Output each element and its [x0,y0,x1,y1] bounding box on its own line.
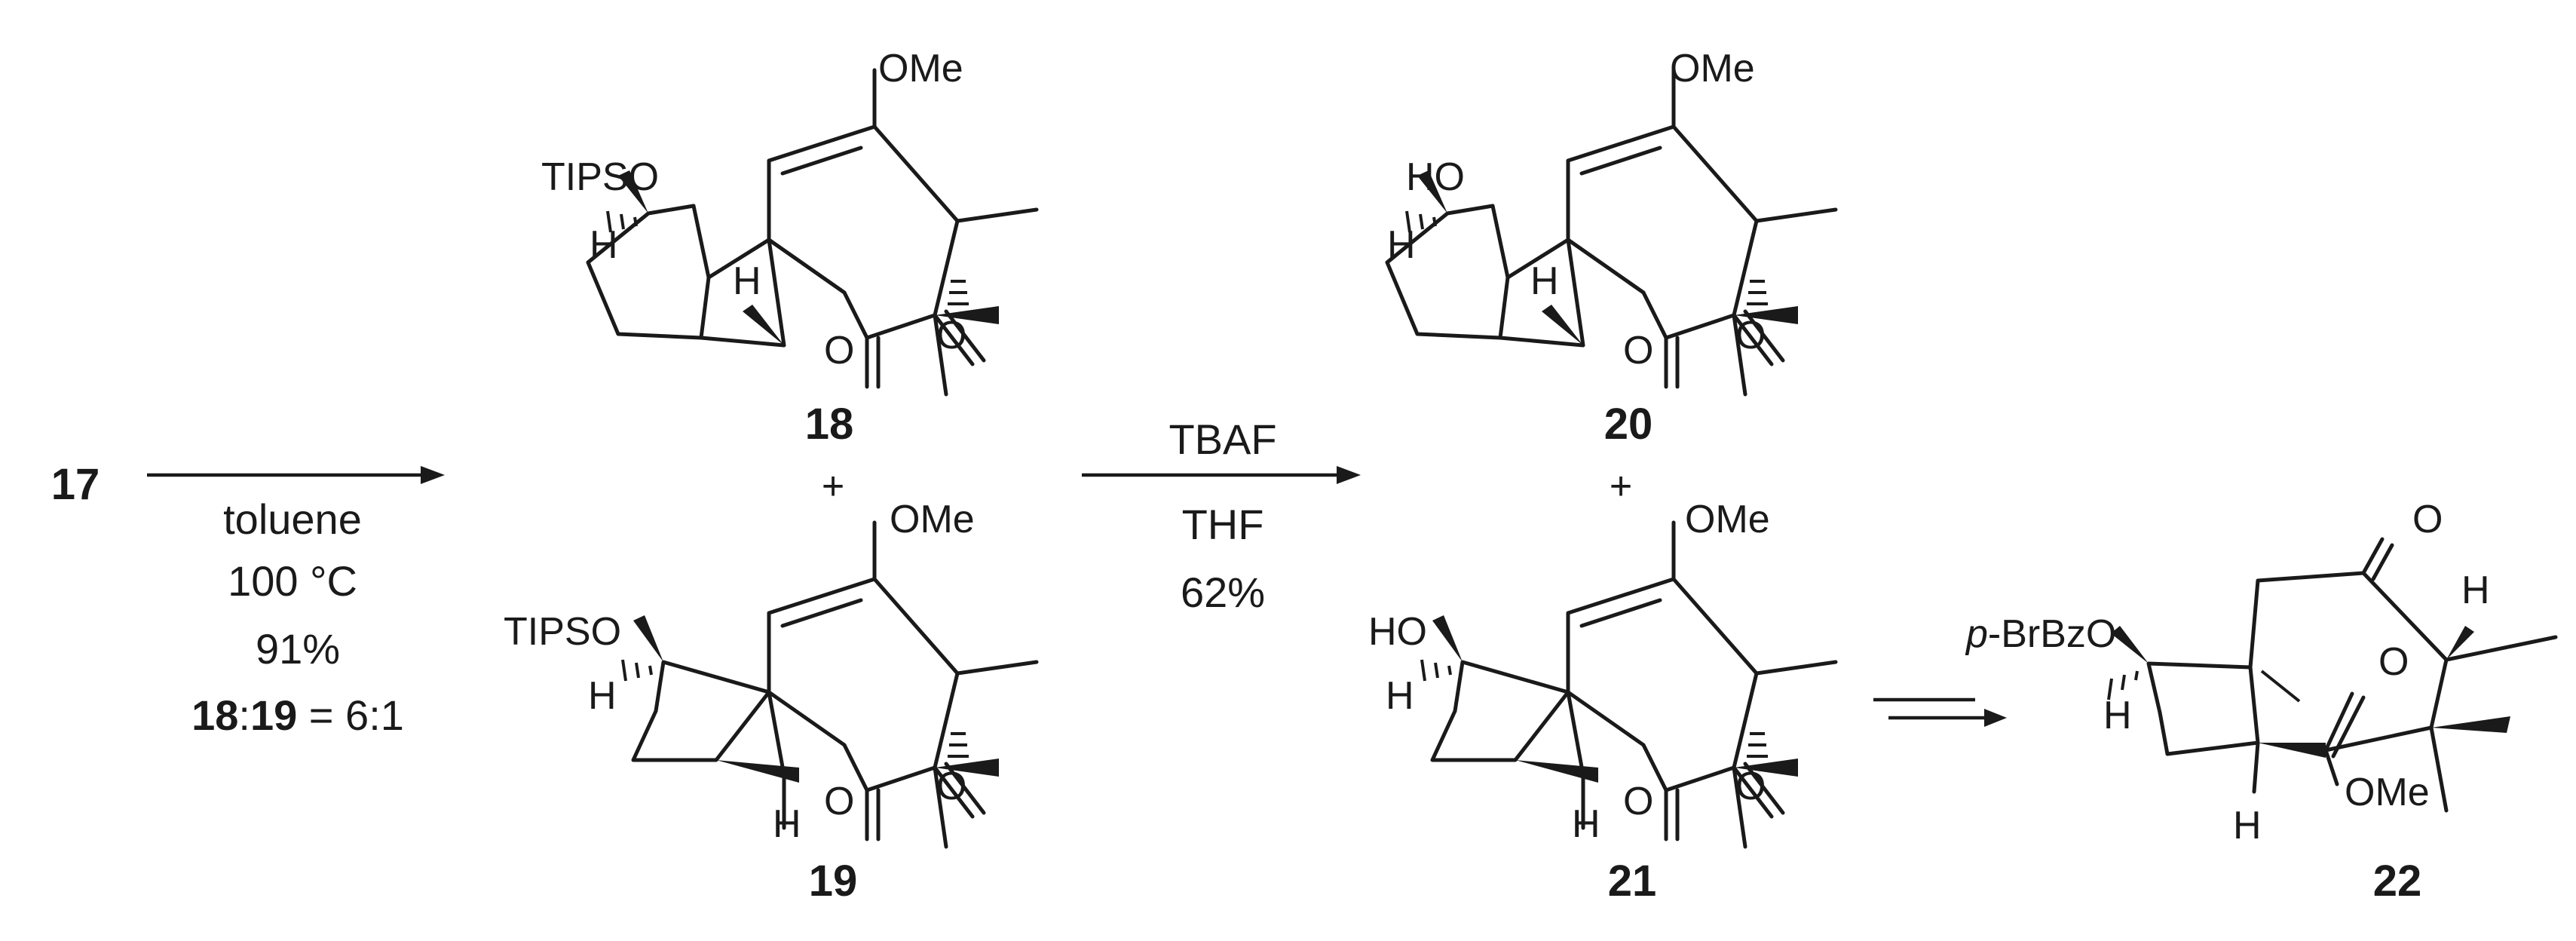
ho-20: HO [1406,155,1465,199]
step2-yield: 62% [1181,569,1265,616]
h-22-fusion: H [2233,804,2262,848]
multi-step-arrow [1873,697,2007,727]
reaction-arrow-1 [147,466,445,484]
compound-label-22: 22 [2373,857,2422,906]
h-20-fusion: H [1530,259,1559,303]
tipso-18: TIPSO [541,155,659,199]
step1-yield: 91% [256,625,340,673]
h-18-fusion: H [733,259,761,303]
tipso-19: TIPSO [504,610,621,654]
structure-20: OMe HO H H O O [1387,47,1836,394]
h-21-carbinol: H [1386,674,1414,718]
h-19-carbinol: H [588,674,617,718]
h-19-fusion: H [773,802,801,846]
o-21-left: O [1623,780,1653,823]
ome-22: OMe [2345,771,2430,814]
o-22-ketone: O [2412,498,2443,541]
step1-solvent: toluene [223,495,362,543]
o-21-right: O [1735,765,1766,808]
h-20-carbinol: H [1387,223,1416,267]
o-18-left: O [824,329,854,372]
step1-temperature: 100 °C [228,557,357,605]
o-19-left: O [824,780,854,823]
h-22-right: H [2461,569,2490,612]
ome-19: OMe [890,498,975,541]
structure-22 [2107,537,2558,813]
structure-18: OMe TIPSO H H O O [541,47,1037,394]
plus-2: + [1610,464,1632,508]
structure-19: OMe TIPSO H H O O [504,498,1037,847]
step2-solvent: THF [1182,501,1264,548]
ome-20: OMe [1670,47,1755,90]
ome-18: OMe [878,47,963,90]
ho-21: HO [1368,610,1427,654]
h-18-carbinol: H [590,223,618,267]
o-20-right: O [1735,314,1766,357]
o-19-right: O [936,765,966,808]
h-22-carbinol: H [2103,694,2132,737]
o-18-right: O [936,314,966,357]
o-22-ester: O [2378,640,2409,684]
step2-reagent: TBAF [1169,415,1276,463]
o-20-left: O [1623,329,1653,372]
h-21-fusion: H [1572,802,1600,846]
compound-label-21: 21 [1608,857,1657,906]
compound-label-18: 18 [805,400,854,449]
structure-21: OMe HO H H O O [1368,498,1836,847]
compound-label-20: 20 [1604,400,1653,449]
reaction-arrow-2 [1082,466,1361,484]
ome-21: OMe [1685,498,1770,541]
compound-label-17: 17 [51,460,100,509]
compound-label-19: 19 [809,857,858,906]
plus-1: + [822,464,844,508]
step1-ratio: 18:19 = 6:1 [191,691,404,739]
pbrbzo-22: p-BrBzO [1965,612,2116,656]
